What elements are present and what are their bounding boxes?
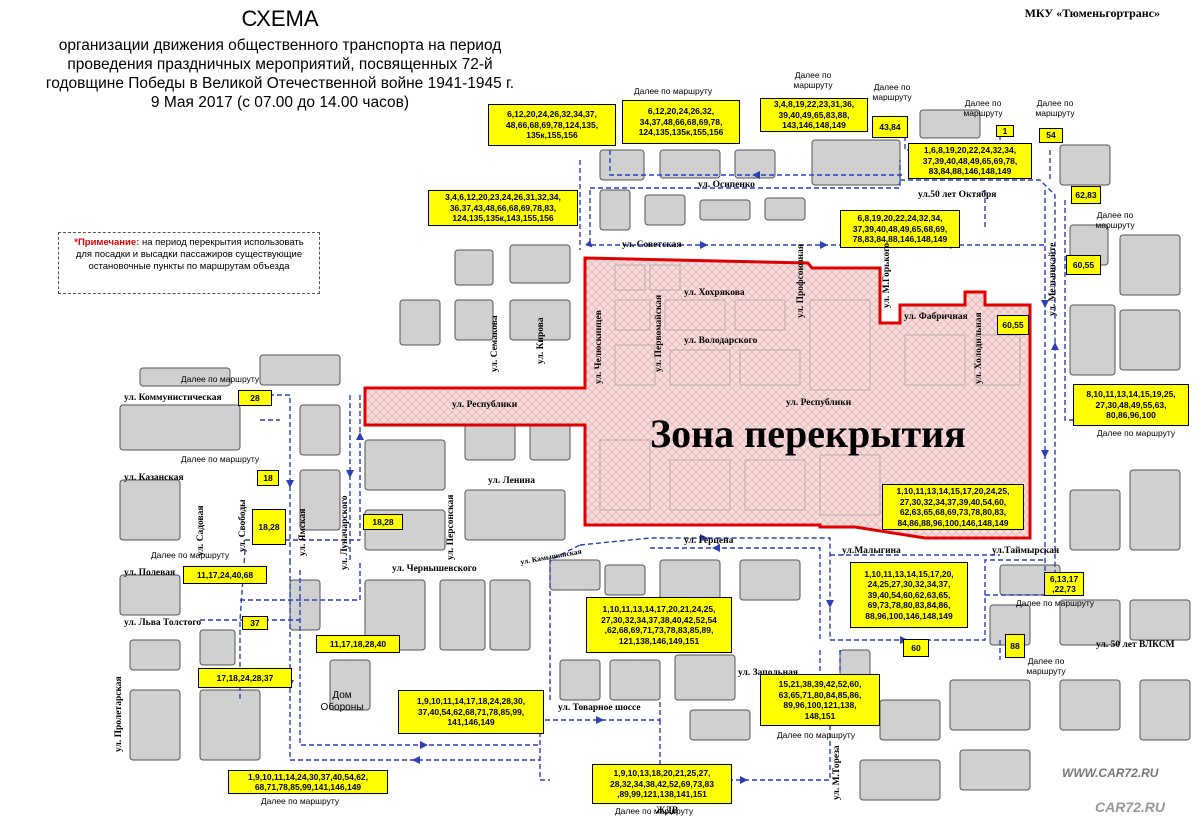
- street-semakova: ул. Семакова: [490, 315, 500, 372]
- street-melnikaite: ул. Мельникайте: [1048, 242, 1058, 316]
- street-sovetskaya: ул. Советская: [622, 240, 682, 250]
- street-yamskaya: ул. Ямская: [298, 508, 308, 556]
- further-route-label: Далее по маршруту: [150, 550, 230, 560]
- route-box: 60: [903, 639, 929, 657]
- further-route-label: Далее по маршруту: [614, 806, 694, 816]
- street-lenina: ул. Ленина: [488, 476, 535, 486]
- street-gercena: ул. Герцена: [684, 536, 734, 546]
- further-route-label: Далее по маршруту: [1096, 428, 1176, 438]
- route-box: 60,55: [997, 315, 1029, 335]
- route-box: 8,10,11,13,14,15,19,25, 27,30,48,49,55,6…: [1073, 384, 1189, 426]
- watermark-url: WWW.CAR72.RU: [1062, 766, 1159, 780]
- street-chernyshevskogo: ул. Чернышевского: [392, 564, 477, 574]
- route-box: 1,10,11,13,14,15,17,20, 24,25,27,30,32,3…: [850, 562, 968, 628]
- street-respubliki-east: ул. Республики: [786, 398, 852, 408]
- street-svobody: ул. Свободы: [238, 499, 248, 552]
- route-box: 6,12,20,24,26,32, 34,37,48,66,68,69,78, …: [622, 100, 740, 144]
- street-fabrichnaya: ул. Фабричная: [904, 312, 968, 322]
- street-zhdv: ЖДВ: [656, 806, 679, 816]
- route-box: 18,28: [363, 514, 403, 530]
- further-route-label: Далее по маршруту: [1095, 210, 1135, 230]
- street-kommunisticheskaya: ул. Коммунистическая: [124, 393, 222, 403]
- route-box: 11,17,18,28,40: [316, 635, 400, 653]
- route-box: 18,28: [252, 509, 286, 545]
- scheme-title: СХЕМА: [241, 6, 319, 31]
- further-route-label: Далее по маршруту: [1015, 598, 1095, 608]
- route-box: 6,13,17 ,22,73: [1044, 572, 1084, 596]
- street-malygina: ул.Малыгина: [842, 546, 901, 556]
- note-label: *Примечание:: [74, 237, 140, 248]
- further-route-label: Далее по маршруту: [872, 82, 912, 102]
- street-lva-tolstogo: ул. Льва Толстого: [124, 618, 202, 628]
- further-route-label: Далее по маршруту: [1035, 98, 1075, 118]
- route-box: 1: [996, 125, 1014, 137]
- route-box: 1,6,8,19,20,22,24,32,34, 37,39,40,48,49,…: [908, 143, 1032, 179]
- route-box: 1,9,10,11,14,17,18,24,28,30, 37,40,54,62…: [398, 690, 544, 734]
- further-route-label: Далее по маршруту: [180, 454, 260, 464]
- street-osipenko: ул. Осипенко: [698, 180, 755, 190]
- street-polevaya: ул. Полевая: [124, 568, 176, 578]
- street-kirova: ул. Кирова: [536, 317, 546, 364]
- route-box: 6,8,19,20,22,24,32,34, 37,39,40,48,49,65…: [840, 210, 960, 248]
- street-zapolnaya: ул. Запольная: [738, 668, 799, 678]
- street-chelyuskincev: ул. Челюскинцев: [594, 310, 604, 384]
- street-tovarnoe-shosse: ул. Товарное шоссе: [558, 703, 641, 713]
- route-arrows: [286, 171, 1059, 784]
- route-box: 37: [242, 616, 268, 630]
- route-box: 43,84: [872, 116, 908, 138]
- note-text: на период перекрытия использовать для по…: [75, 237, 304, 272]
- further-route-label: Далее по маршруту: [793, 70, 833, 90]
- street-kazanskaya: ул. Казанская: [124, 473, 184, 483]
- street-lunacharskogo: ул. Луначарского: [340, 495, 350, 570]
- route-box: 11,17,24,40,68: [183, 566, 267, 584]
- street-50-let-oktyabrya: ул.50 лет Октября: [918, 190, 997, 200]
- note-box: *Примечание: на период перекрытия исполь…: [58, 232, 320, 294]
- street-sadovaya: ул. Садовая: [196, 505, 206, 556]
- street-proletarskaya: ул. Пролетарская: [114, 676, 124, 752]
- route-box: 54: [1039, 128, 1063, 143]
- street-holodilnaya: ул. Холодильная: [974, 312, 984, 384]
- organization-name: МКУ «Тюменьгортранс»: [1024, 6, 1160, 20]
- route-box: 3,4,8,19,22,23,31,36, 39,40,49,65,83,88,…: [760, 98, 868, 132]
- route-box: 1,9,10,11,14,24,30,37,40,54,62, 68,71,78…: [228, 770, 388, 794]
- street-respubliki-west: ул. Республики: [452, 400, 518, 410]
- route-box: 3,4,6,12,20,23,24,26,31,32,34, 36,37,43,…: [428, 190, 578, 226]
- route-box: 60,55: [1066, 255, 1101, 275]
- route-box: 18: [257, 470, 279, 486]
- route-box: 17,18,24,28,37: [198, 668, 292, 688]
- route-box: 1,9,10,13,18,20,21,25,27, 28,32,34,38,42…: [592, 764, 732, 804]
- route-box: 1,10,11,13,14,15,17,20,24,25, 27,30,32,3…: [882, 484, 1024, 530]
- further-route-label: Далее по маршруту: [1026, 656, 1066, 676]
- street-50-let-vlksm: ул. 50 лет ВЛКСМ: [1096, 640, 1175, 650]
- route-box: 15,21,38,39,42,52,60, 63,65,71,80,84,85,…: [760, 674, 880, 726]
- watermark-logo: CAR72.RU: [1095, 799, 1166, 815]
- further-route-label: Далее по маршруту: [776, 730, 856, 740]
- route-box: 88: [1005, 634, 1025, 658]
- route-box: 28: [238, 390, 272, 406]
- route-box: 62,83: [1071, 186, 1101, 204]
- street-profsoyuznaya: ул. Профсоюзная: [796, 244, 806, 318]
- further-route-label: Далее по маршруту: [963, 98, 1003, 118]
- closure-zone-label: Зона перекрытия: [650, 411, 966, 456]
- dom-oborony-label: Дом Обороны: [320, 690, 364, 713]
- street-pervomaiskaya: ул. Первомайская: [654, 294, 664, 372]
- scheme-subtitle: организации движения общественного транс…: [45, 37, 515, 111]
- further-route-label: Далее по маршруту: [180, 374, 260, 384]
- further-route-label: Далее по маршруту: [633, 86, 713, 96]
- route-box: 1,10,11,13,14,17,20,21,24,25, 27,30,32,3…: [586, 597, 732, 653]
- street-persoinskaya: ул. Персонская: [446, 494, 456, 560]
- further-route-label: Далее по маршруту: [260, 796, 340, 806]
- street-m-toreza: ул. М.Тореза: [832, 745, 842, 800]
- closure-zone: [363, 256, 1032, 540]
- route-box: 6,12,20,24,26,32,34,37, 48,66,68,69,78,1…: [488, 104, 616, 146]
- street-taimyrskaya: ул.Таймырская: [992, 546, 1060, 556]
- street-m-gorkogo: ул. М.Горького: [882, 242, 892, 308]
- street-volodarskogo: ул. Володарского: [684, 336, 758, 346]
- street-hohryakova: ул. Хохрякова: [684, 288, 745, 298]
